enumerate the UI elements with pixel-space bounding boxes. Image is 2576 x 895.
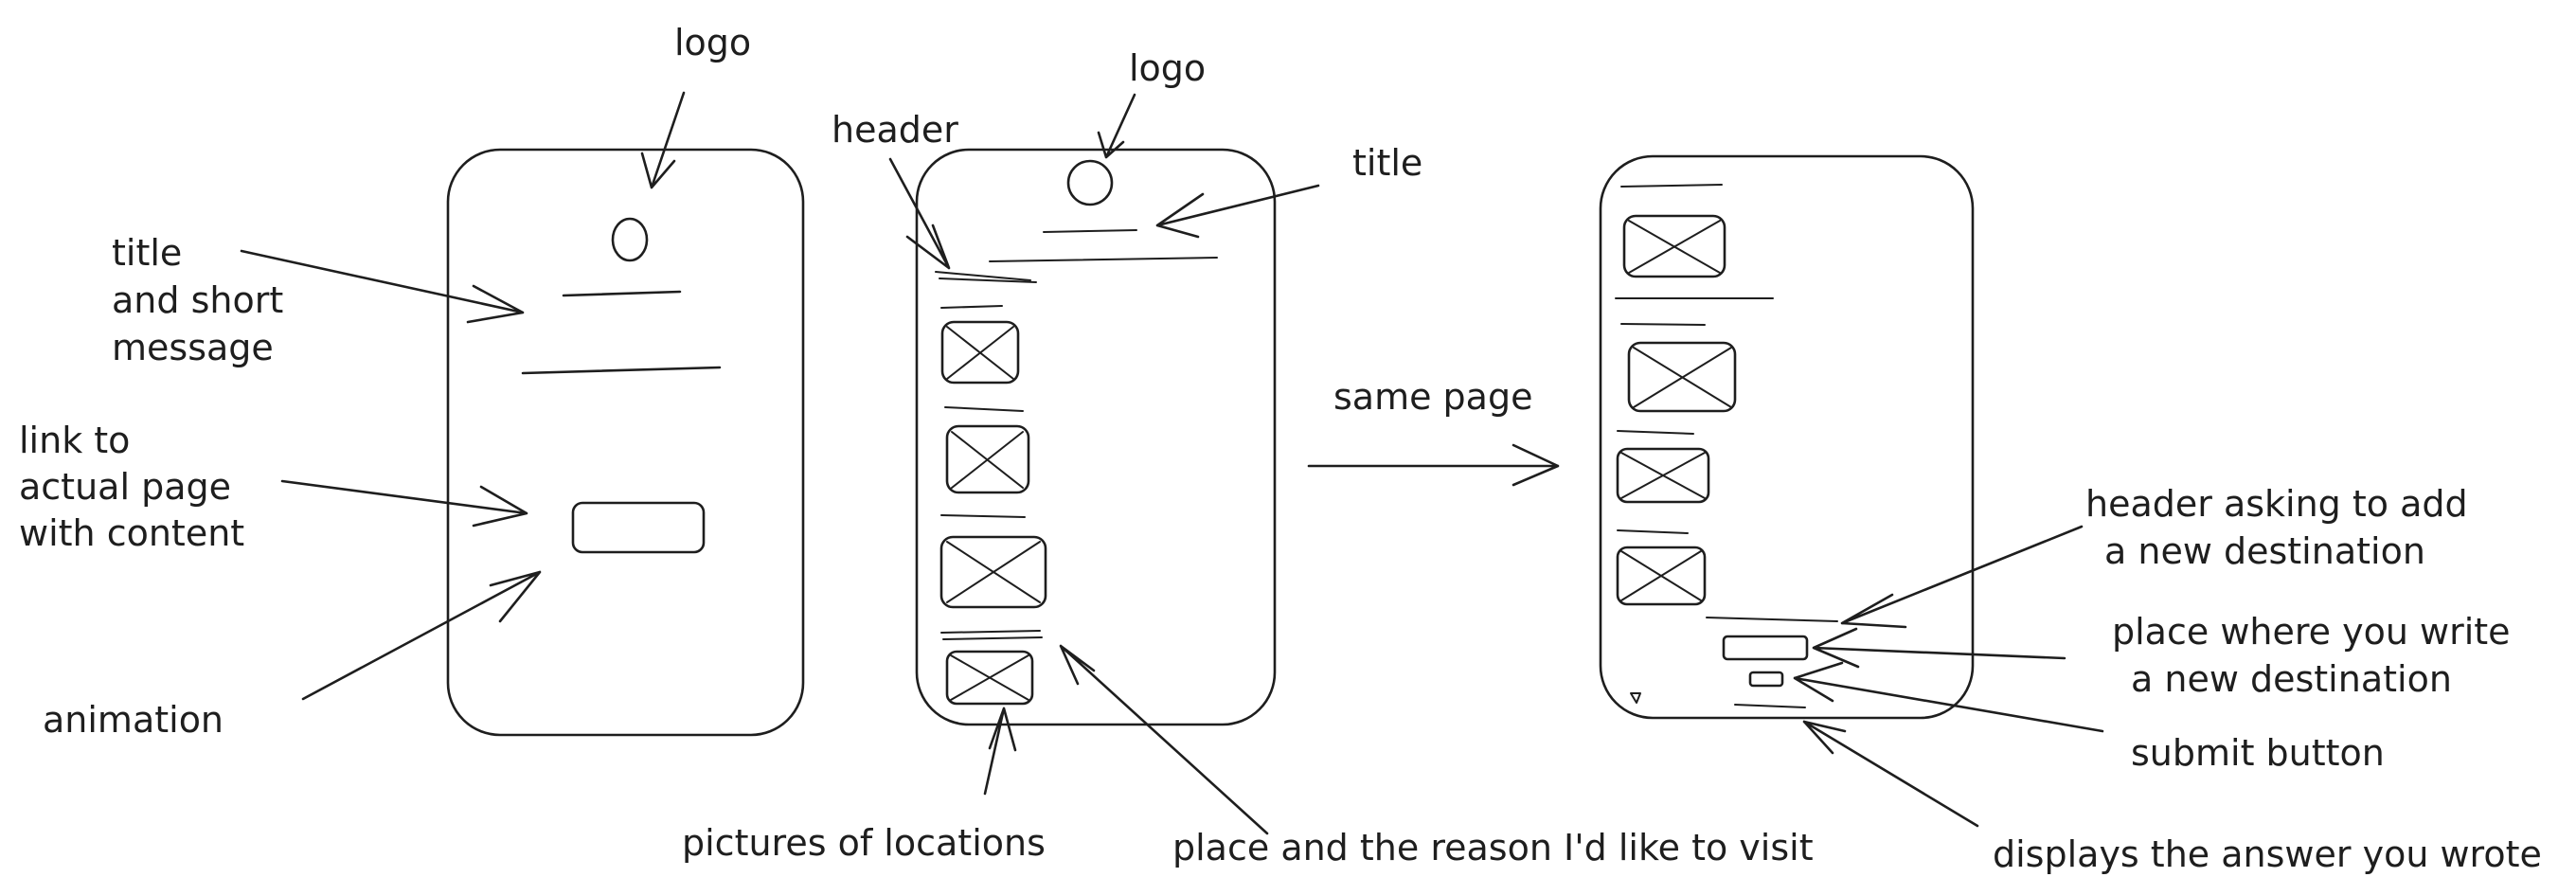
screen-3-entry-1	[1615, 184, 1774, 299]
arrow-displays	[1802, 720, 1979, 828]
screen-1-frame	[446, 148, 805, 737]
arrow-header-add	[1840, 525, 2084, 629]
screen-1-title-line	[562, 290, 682, 297]
label-title-message: title and short message	[112, 232, 295, 368]
arrow-title-2	[1155, 184, 1320, 239]
screen-3-answer-line	[1734, 704, 1806, 708]
screen-2-picture-4	[940, 630, 1043, 706]
label-place-reason: place and the reason I'd like to visit	[1172, 827, 1814, 868]
label-logo-1: logo	[674, 22, 751, 63]
label-title-2: title	[1352, 142, 1422, 184]
screen-1-message-line	[521, 366, 722, 375]
screen-2-picture-2	[944, 406, 1030, 494]
label-link: link to actual page with content	[19, 420, 244, 554]
screen-2-wireframe	[915, 148, 1277, 726]
screen-2-picture-3	[939, 514, 1047, 609]
screen-2-annotations: header logo title pictures of locations …	[682, 47, 1814, 868]
screen-2-header-line-a	[935, 271, 1031, 281]
screen-2-title-line-b	[989, 257, 1218, 262]
screen-2-logo	[1066, 159, 1114, 206]
screen-3-entry-3	[1616, 447, 1710, 534]
screen-2-frame	[915, 148, 1277, 726]
label-header: header	[832, 109, 958, 151]
screen-3-entry-4	[1616, 546, 1707, 606]
arrow-pictures	[983, 707, 1017, 796]
screen-1-wireframe	[446, 148, 805, 737]
screen-3-small-mark	[1630, 692, 1641, 704]
screen-3-wireframe	[1599, 154, 1975, 720]
screen-1-link-button	[571, 501, 706, 554]
arrow-logo-1	[640, 91, 686, 189]
label-submit: submit button	[2131, 732, 2385, 774]
label-animation: animation	[43, 699, 224, 741]
screen-2-title-line-a	[1043, 229, 1137, 233]
transition-annotation: same page	[1307, 376, 1560, 487]
arrow-link	[280, 479, 528, 528]
label-write-place: place where you write a new destination	[2112, 611, 2522, 700]
label-pictures: pictures of locations	[682, 822, 1046, 864]
screen-3-add-header-line	[1706, 617, 1838, 622]
arrow-submit	[1793, 661, 2104, 733]
arrow-header	[888, 157, 951, 270]
screen-2-header-line-b	[939, 277, 1037, 283]
arrow-animation	[301, 570, 542, 701]
screen-3-frame	[1599, 154, 1975, 720]
label-displays: displays the answer you wrote	[1993, 833, 2542, 875]
screen-1-logo	[611, 217, 649, 262]
screen-3-annotations: header asking to add a new destination p…	[1793, 483, 2542, 875]
screen-3-submit-button	[1748, 671, 1784, 688]
label-header-add: header asking to add a new destination	[2085, 483, 2479, 572]
arrow-write-place	[1812, 627, 2066, 669]
arrow-same-page	[1307, 443, 1560, 487]
screen-2-picture-1	[940, 305, 1020, 385]
arrow-logo-2	[1097, 93, 1136, 159]
label-same-page: same page	[1333, 376, 1532, 418]
label-logo-2: logo	[1129, 47, 1206, 89]
arrow-place-reason	[1059, 644, 1269, 835]
arrow-title-message	[240, 249, 525, 324]
screen-1-annotations: logo title and short message link to act…	[19, 22, 751, 741]
screen-3-destination-input	[1722, 635, 1809, 661]
screen-3-entry-2	[1617, 323, 1737, 435]
